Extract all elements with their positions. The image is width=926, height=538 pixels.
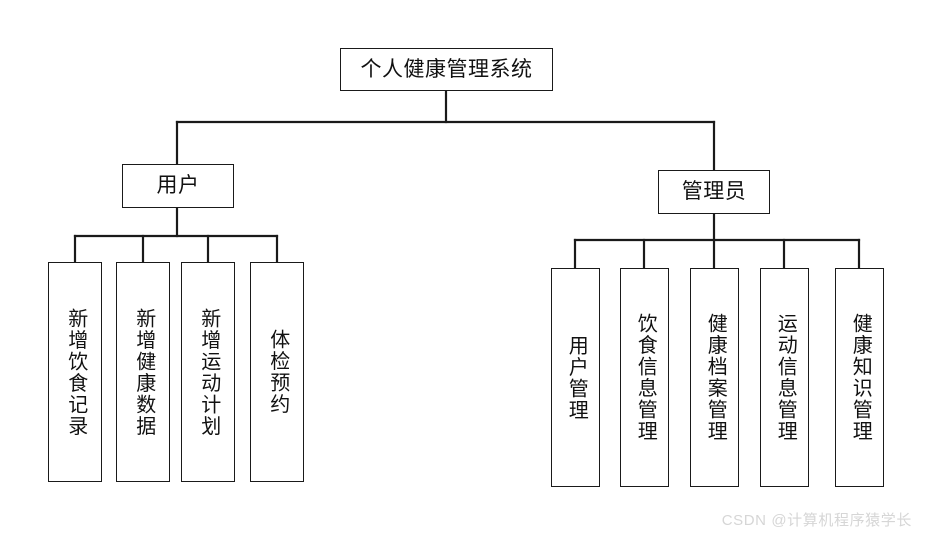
csdn-watermark: CSDN @计算机程序猿学长	[721, 512, 912, 529]
node-leaf-diet-info-management-label: 饮食信息管理	[634, 313, 657, 442]
node-leaf-medical-exam-booking-label: 体检预约	[266, 329, 289, 415]
node-leaf-health-knowledge-management-label: 健康知识管理	[849, 313, 872, 442]
node-leaf-user-management-label: 用户管理	[565, 334, 588, 421]
node-leaf-health-record-management[interactable]: 健康档案管理	[690, 268, 739, 487]
node-branch-user[interactable]: 用户	[122, 164, 234, 208]
node-leaf-diet-info-management[interactable]: 饮食信息管理	[620, 268, 669, 487]
node-leaf-exercise-info-management-label: 运动信息管理	[774, 313, 797, 442]
node-leaf-medical-exam-booking[interactable]: 体检预约	[250, 262, 304, 482]
node-leaf-health-record-management-label: 健康档案管理	[704, 313, 727, 442]
node-leaf-add-health-data-label: 新增健康数据	[132, 307, 155, 437]
node-leaf-add-diet-record-label: 新增饮食记录	[64, 307, 87, 437]
node-root[interactable]: 个人健康管理系统	[340, 48, 553, 91]
node-leaf-health-knowledge-management[interactable]: 健康知识管理	[835, 268, 884, 487]
node-leaf-add-diet-record[interactable]: 新增饮食记录	[48, 262, 102, 482]
node-root-label: 个人健康管理系统	[360, 56, 533, 81]
node-leaf-user-management[interactable]: 用户管理	[551, 268, 600, 487]
node-leaf-add-exercise-plan-label: 新增运动计划	[197, 307, 220, 437]
node-branch-admin[interactable]: 管理员	[658, 170, 770, 214]
node-leaf-add-exercise-plan[interactable]: 新增运动计划	[181, 262, 235, 482]
node-leaf-add-health-data[interactable]: 新增健康数据	[116, 262, 170, 482]
node-branch-user-label: 用户	[156, 173, 200, 198]
node-branch-admin-label: 管理员	[681, 179, 747, 204]
node-leaf-exercise-info-management[interactable]: 运动信息管理	[760, 268, 809, 487]
